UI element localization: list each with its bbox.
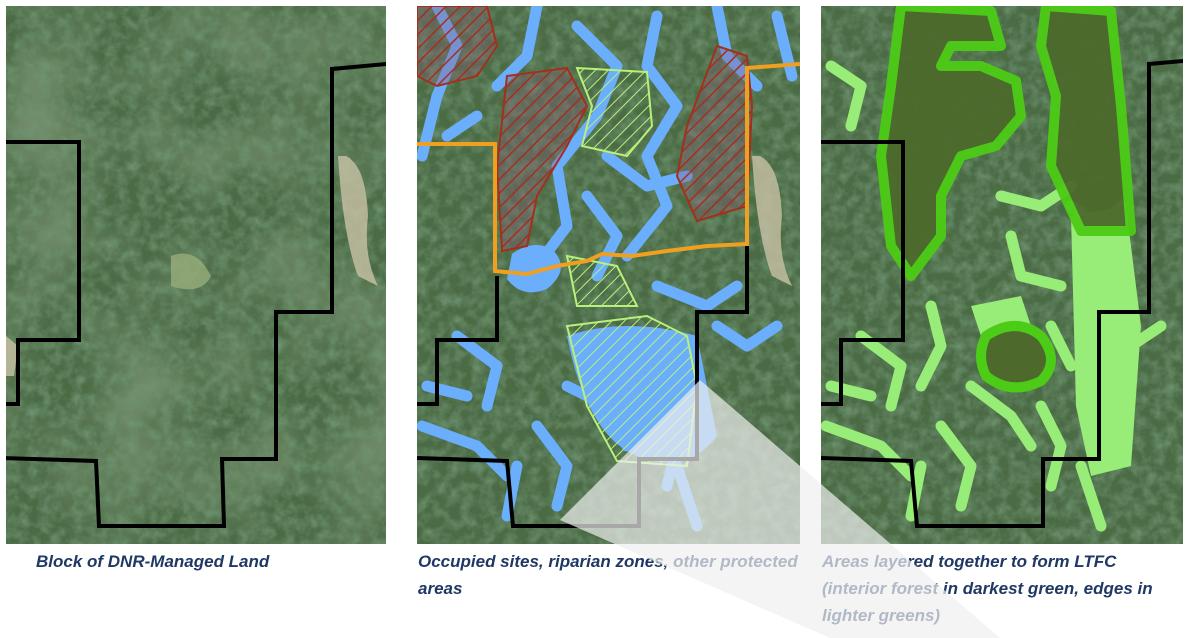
map-panel-ltfc: [821, 6, 1183, 544]
satellite-map: [6, 6, 386, 544]
ltfc-interior: [876, 6, 1136, 393]
caption-ltfc: Areas layered together to form LTFC (int…: [822, 552, 1153, 625]
occupied-sites: [417, 6, 754, 253]
satellite-map: [821, 6, 1183, 544]
map-panel-protected-areas: [417, 6, 800, 544]
caption-protected-areas: Occupied sites, riparian zones, other pr…: [418, 552, 798, 598]
orange-boundary: [417, 62, 800, 277]
riparian-pool: [507, 245, 561, 293]
map-panel-dnr-block: [6, 6, 386, 544]
caption-dnr-block: Block of DNR-Managed Land: [36, 552, 270, 571]
satellite-map: [417, 6, 800, 544]
dnr-boundary: [6, 62, 386, 528]
